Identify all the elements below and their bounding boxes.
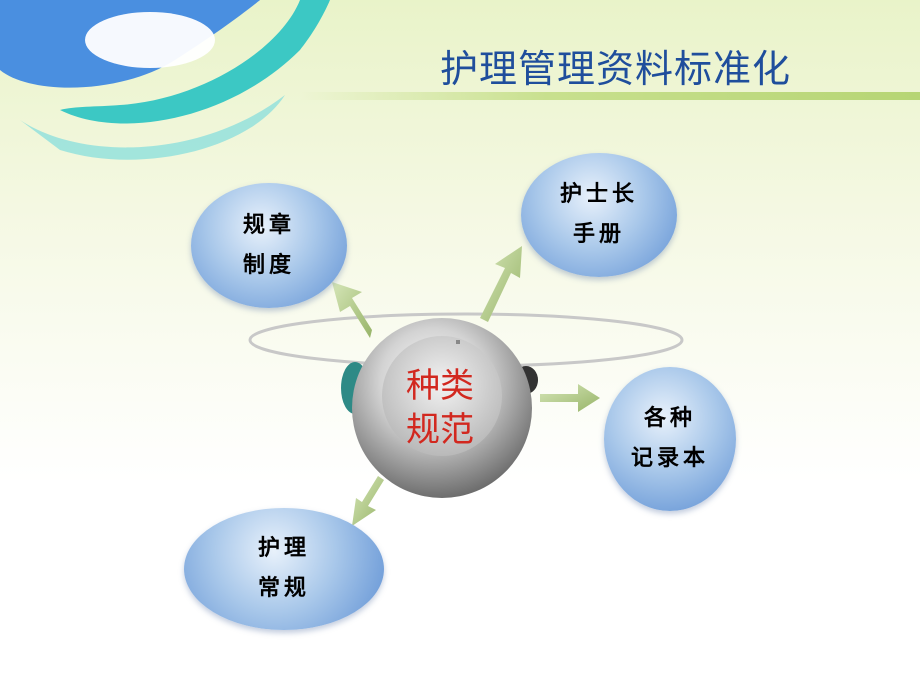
arrow-to-bottom-left: [352, 476, 384, 526]
node-bottom-left-line2: 常规: [257, 576, 310, 601]
arrow-to-right: [540, 384, 600, 412]
arrow-to-top-right: [480, 246, 522, 322]
node-top-left-line1: 规章: [242, 212, 295, 238]
node-top-right-line2: 手册: [572, 222, 625, 247]
center-label-line1: 种类: [406, 366, 474, 406]
node-bottom-left-line1: 护理: [257, 536, 310, 561]
node-bottom-left: 护理 常规: [184, 508, 384, 630]
arrow-to-top-left: [332, 282, 372, 338]
center-label-line2: 规范: [406, 410, 474, 450]
node-top-left-line2: 制度: [242, 252, 295, 278]
node-right: 各种 记录本: [604, 367, 736, 511]
logo-swirl: [0, 0, 330, 160]
node-right-line1: 各种: [643, 406, 696, 431]
node-top-right-label: 护士长 手册: [521, 175, 677, 255]
slide-title: 护理管理资料标准化: [440, 47, 792, 91]
node-top-right-line1: 护士长: [559, 182, 638, 207]
center-sphere: [341, 318, 538, 498]
node-top-left-label: 规章 制度: [191, 206, 347, 286]
title-banner-strip: [300, 92, 920, 100]
node-right-line2: 记录本: [630, 446, 709, 471]
center-label: 种类 规范: [380, 364, 500, 452]
node-bottom-left-label: 护理 常规: [184, 529, 384, 609]
node-top-left: 规章 制度: [191, 183, 347, 308]
node-right-label: 各种 记录本: [604, 399, 736, 479]
node-top-right: 护士长 手册: [521, 153, 677, 277]
